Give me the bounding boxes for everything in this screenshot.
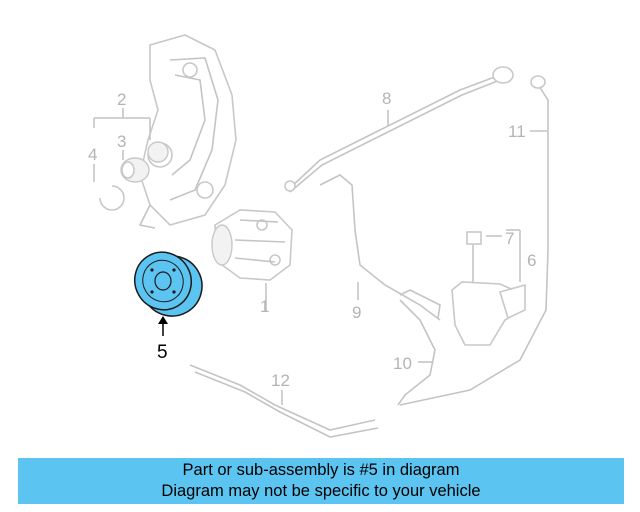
part-caption-banner: Part or sub-assembly is #5 in diagram Di… bbox=[18, 458, 624, 504]
callout-bracket-2-3 bbox=[93, 108, 151, 182]
callout-12: 12 bbox=[271, 371, 290, 390]
callout-1: 1 bbox=[260, 297, 269, 316]
callout-5-arrow bbox=[158, 316, 168, 336]
suction-hose bbox=[319, 174, 441, 321]
parts-diagram: 1 2 3 4 5 6 7 8 9 10 11 12 bbox=[88, 34, 549, 438]
cooler-line bbox=[189, 364, 379, 438]
bushing bbox=[120, 141, 169, 183]
callout-5: 5 bbox=[157, 342, 168, 363]
pressure-hose bbox=[284, 66, 514, 193]
snap-ring bbox=[99, 185, 125, 211]
fluid-reservoir bbox=[451, 229, 526, 346]
pulley-highlighted bbox=[133, 251, 203, 317]
pump-bracket bbox=[138, 34, 237, 229]
return-hose-lower bbox=[397, 299, 436, 406]
callout-10: 10 bbox=[393, 354, 412, 373]
power-steering-pump bbox=[211, 209, 293, 312]
callout-11: 11 bbox=[508, 122, 526, 141]
callout-7: 7 bbox=[505, 229, 514, 248]
callout-6: 6 bbox=[527, 251, 536, 270]
callout-4: 4 bbox=[88, 145, 97, 164]
return-line-long bbox=[399, 75, 549, 406]
callout-8: 8 bbox=[382, 89, 391, 108]
callout-3: 3 bbox=[117, 132, 126, 151]
callout-9: 9 bbox=[352, 303, 361, 322]
callout-2: 2 bbox=[117, 90, 126, 109]
caption-line-1: Part or sub-assembly is #5 in diagram bbox=[182, 461, 460, 479]
caption-line-2: Diagram may not be specific to your vehi… bbox=[161, 482, 481, 500]
